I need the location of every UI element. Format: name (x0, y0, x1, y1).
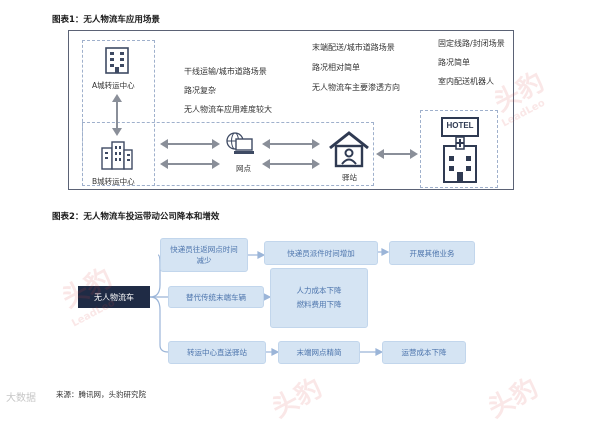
network-computer-icon (226, 132, 254, 154)
trunk-line-3: 无人物流车应用难度较大 (184, 105, 272, 114)
fixed-line-1: 固定线路/封闭场景 (438, 39, 505, 48)
fixed-line-3: 室内配送机器人 (438, 77, 494, 86)
station-house-icon (329, 131, 369, 168)
scenario-panel (68, 30, 514, 190)
station-to-hotel-arrow (376, 149, 418, 159)
network-to-station-arrows (262, 139, 320, 169)
delivery-network-zone (82, 122, 374, 186)
station-label: 驿站 (342, 173, 357, 182)
indoor-zone (420, 110, 498, 188)
node-operating-cost-down: 运营成本下降 (382, 341, 466, 364)
lastmile-line-2: 路况相对简单 (312, 63, 360, 72)
node-replace-vehicles: 替代传统末端车辆 (168, 286, 264, 308)
lastmile-line-1: 末端配送/城市道路场景 (312, 43, 395, 52)
figure-1-title: 图表1：无人物流车应用场景 (52, 15, 160, 25)
flow-connectors (149, 248, 390, 356)
trunk-line-1: 干线运输/城市道路场景 (184, 67, 267, 76)
node-direct-to-station: 转运中心直送驿站 (168, 341, 266, 364)
hotel-building-icon (441, 117, 479, 183)
network-point-label: 网点 (236, 164, 251, 173)
node-cost-decline: 人力成本下降 燃料费用下降 (270, 268, 368, 328)
hotel-sign: HOTEL (446, 121, 474, 130)
node-other-business: 开展其他业务 (389, 241, 475, 265)
center-to-network-arrows (160, 139, 220, 169)
root-node-unmanned-vehicle: 无人物流车 (78, 286, 150, 308)
b-center-label: B城转运中心 (92, 177, 135, 186)
watermark-bottom-left: 大数据 (6, 393, 36, 404)
vertical-double-arrow (112, 94, 122, 136)
b-building-icon (101, 141, 133, 170)
trunk-line-2: 路况复杂 (184, 86, 216, 95)
lastmile-line-3: 无人物流车主要渗透方向 (312, 83, 400, 92)
node-network-streamlined: 末端网点精简 (278, 341, 360, 364)
node-delivery-time-increased: 快递员派件时间增加 (264, 241, 378, 265)
source-note: 来源：腾讯网，头豹研究院 (56, 390, 146, 399)
figure-2-title: 图表2：无人物流车投运带动公司降本和增效 (52, 212, 220, 222)
node-courier-time-reduced: 快递员往返网点时间减少 (160, 238, 248, 272)
a-center-label: A城转运中心 (92, 81, 135, 90)
fixed-line-2: 路况简单 (438, 58, 470, 67)
a-building-icon (105, 47, 129, 74)
